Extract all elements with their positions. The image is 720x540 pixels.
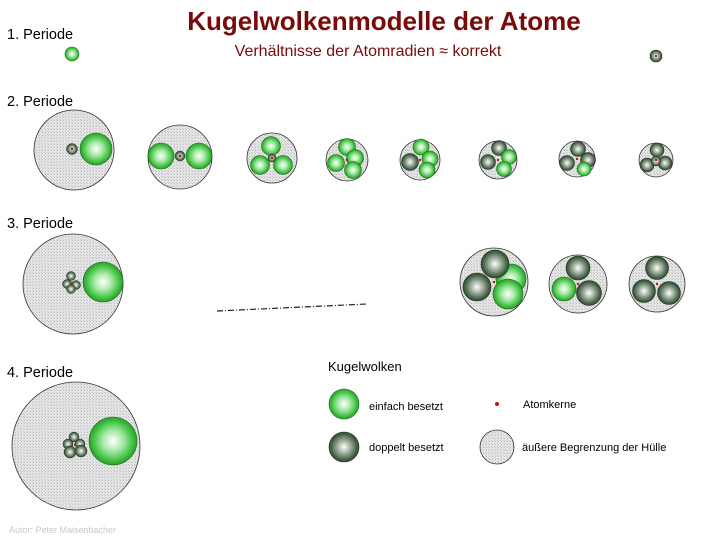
atom-period2-2	[148, 125, 212, 189]
legend-nuclei-item: Atomkerne	[495, 399, 576, 411]
legend-nucleus-dot	[495, 402, 499, 406]
period-4-label: 4. Periode	[7, 365, 73, 381]
page-subtitle: Verhältnisse der Atomradien ≈ korrekt	[235, 43, 502, 60]
legend-double-label: doppelt besetzt	[369, 442, 444, 454]
legend-single-label: einfach besetzt	[369, 401, 443, 413]
atom-period4-1	[12, 382, 140, 510]
legend-boundary-swatch	[480, 430, 514, 464]
atom-period3-7	[549, 255, 607, 313]
atom-period1-second	[650, 50, 662, 62]
atom-period2-5	[400, 139, 440, 180]
legend-double-swatch	[329, 432, 359, 462]
atom-period2-8	[639, 143, 673, 177]
period-1-label: 1. Periode	[7, 27, 73, 43]
atom-period3-6	[460, 248, 528, 316]
legend-single-swatch	[329, 389, 359, 419]
atom-period1-first	[65, 47, 79, 61]
legend-single-item: einfach besetzt	[329, 389, 443, 419]
atom-period2-6	[479, 141, 517, 180]
author-credit: Autor: Peter Maisenbacher	[9, 525, 116, 535]
dashed-separator-line	[217, 304, 367, 311]
legend-nuclei-label: Atomkerne	[523, 399, 576, 411]
atom-period2-3	[247, 133, 297, 183]
legend-double-item: doppelt besetzt	[329, 432, 444, 462]
atom-period2-4	[326, 139, 368, 182]
atom-period2-1	[34, 110, 114, 190]
period-3-label: 3. Periode	[7, 216, 73, 232]
legend-boundary-item: äußere Begrenzung der Hülle	[480, 430, 666, 464]
legend-boundary-label: äußere Begrenzung der Hülle	[522, 442, 666, 454]
atom-period3-1	[23, 234, 123, 334]
page-title: Kugelwolkenmodelle der Atome	[187, 6, 580, 36]
period-2-label: 2. Periode	[7, 94, 73, 110]
legend-title: Kugelwolken	[328, 359, 402, 374]
atom-period3-8	[629, 256, 685, 312]
atom-period2-7	[559, 141, 596, 177]
